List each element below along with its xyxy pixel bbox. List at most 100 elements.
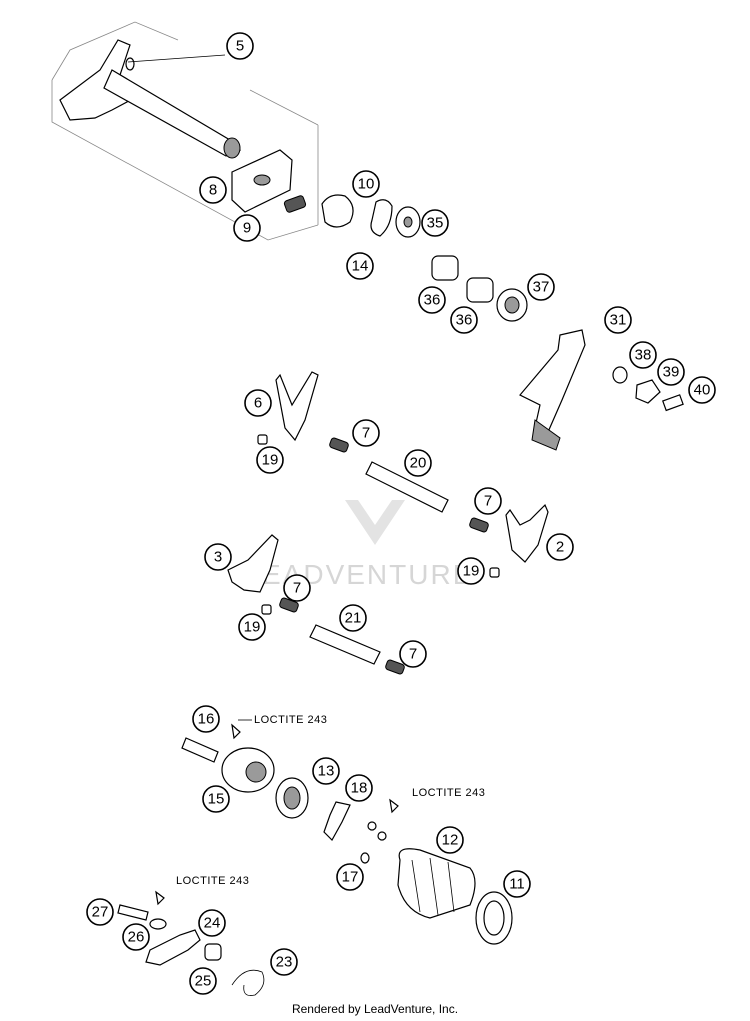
callout: 8 bbox=[199, 176, 227, 204]
shift-lever-arm bbox=[519, 329, 586, 433]
watermark-logo bbox=[345, 500, 405, 545]
screw-18a bbox=[367, 821, 377, 831]
callout: 20 bbox=[404, 449, 432, 477]
callout: 40 bbox=[688, 376, 716, 404]
svg-text:5: 5 bbox=[236, 38, 244, 55]
shift-shaft-spline bbox=[223, 137, 241, 159]
callout: 18 bbox=[345, 774, 373, 802]
part-2-shift-fork bbox=[489, 503, 549, 578]
callout: 16 bbox=[192, 705, 220, 733]
callout: 37 bbox=[527, 273, 555, 301]
screw-17 bbox=[360, 852, 370, 864]
frame-line bbox=[51, 80, 319, 241]
spring-7b-group bbox=[469, 517, 489, 533]
svg-text:16: 16 bbox=[198, 711, 215, 728]
bolt-16 bbox=[181, 737, 219, 763]
roller-19c bbox=[261, 604, 272, 615]
bolt-40 bbox=[662, 394, 684, 412]
shift-drum-grooves bbox=[411, 857, 455, 916]
callout: 36 bbox=[418, 286, 446, 314]
svg-text:10: 10 bbox=[358, 176, 375, 193]
callout: 12 bbox=[436, 826, 464, 854]
svg-text:21: 21 bbox=[345, 610, 362, 627]
callout: 13 bbox=[312, 757, 340, 785]
svg-text:40: 40 bbox=[694, 382, 711, 399]
callout: 9 bbox=[233, 214, 261, 242]
nut-39 bbox=[635, 379, 661, 404]
retaining-plate-18 bbox=[323, 801, 351, 841]
svg-text:19: 19 bbox=[463, 563, 480, 580]
spring-9 bbox=[283, 195, 307, 213]
parts-35-36-37 bbox=[395, 206, 528, 322]
svg-text:27: 27 bbox=[92, 904, 109, 921]
svg-text:7: 7 bbox=[293, 580, 301, 597]
callout: 10 bbox=[352, 170, 380, 198]
svg-text:7: 7 bbox=[484, 493, 492, 510]
svg-text:8: 8 bbox=[209, 182, 217, 199]
part-17-screw bbox=[360, 852, 370, 864]
part-31-shift-lever bbox=[519, 329, 586, 451]
small-parts-group-1 bbox=[257, 434, 349, 453]
callout: 39 bbox=[657, 358, 685, 386]
small-parts-group-3 bbox=[261, 597, 299, 615]
part-6-shift-fork bbox=[275, 371, 319, 442]
svg-text:23: 23 bbox=[276, 954, 293, 971]
rod-20 bbox=[365, 461, 449, 513]
callout: 27 bbox=[86, 898, 114, 926]
part-15-shift-drum-locator bbox=[221, 747, 275, 793]
callout: 26 bbox=[122, 923, 150, 951]
part-11-bearing bbox=[475, 891, 513, 945]
callout: 5 bbox=[226, 32, 254, 60]
roller-25 bbox=[204, 943, 222, 961]
part-8-plate bbox=[231, 149, 293, 213]
locator-15-center bbox=[245, 761, 267, 783]
svg-text:25: 25 bbox=[195, 973, 212, 990]
frame-line bbox=[249, 89, 319, 126]
svg-text:6: 6 bbox=[254, 395, 262, 412]
bearing-13-center bbox=[283, 786, 301, 810]
shift-fork-6 bbox=[275, 371, 319, 442]
spring-7c bbox=[279, 597, 299, 613]
callout: 31 bbox=[604, 306, 632, 334]
spring-23 bbox=[231, 969, 265, 996]
callout: 3 bbox=[204, 543, 232, 571]
svg-text:18: 18 bbox=[351, 780, 368, 797]
svg-text:12: 12 bbox=[442, 832, 459, 849]
callout: 21 bbox=[339, 604, 367, 632]
svg-text:17: 17 bbox=[342, 869, 359, 886]
part-3-shift-fork bbox=[227, 534, 279, 593]
part-23-spring bbox=[231, 969, 265, 996]
callout: 24 bbox=[198, 909, 226, 937]
part-10-14 bbox=[321, 194, 393, 237]
part-20-rod bbox=[365, 461, 449, 513]
bushing-36b bbox=[466, 277, 494, 303]
screw-18b bbox=[377, 831, 387, 841]
callout: 14 bbox=[346, 252, 374, 280]
svg-text:26: 26 bbox=[128, 929, 145, 946]
spring-clip-14 bbox=[370, 199, 393, 237]
shift-fork-2 bbox=[505, 503, 549, 563]
shift-shaft-rod bbox=[103, 69, 242, 157]
spring-7d bbox=[385, 659, 405, 675]
roller-19a bbox=[257, 434, 268, 445]
part-13-bearing bbox=[275, 777, 309, 819]
parts-38-39-40 bbox=[612, 366, 684, 412]
callout: 23 bbox=[270, 948, 298, 976]
footer-credit: Rendered by LeadVenture, Inc. bbox=[291, 1002, 459, 1016]
svg-text:9: 9 bbox=[243, 220, 251, 237]
svg-text:14: 14 bbox=[352, 258, 369, 275]
bearing-11-inner bbox=[483, 900, 505, 936]
part-25-roller bbox=[204, 943, 222, 961]
callout: 7 bbox=[352, 419, 380, 447]
svg-text:24: 24 bbox=[204, 915, 221, 932]
callout: 35 bbox=[421, 209, 449, 237]
shift-fork-3 bbox=[227, 534, 279, 593]
callout: 11 bbox=[503, 870, 531, 898]
shift-lever-pedal bbox=[531, 419, 561, 451]
spring-7d-group bbox=[385, 659, 405, 675]
svg-text:2: 2 bbox=[556, 539, 564, 556]
loctite-marker-3 bbox=[155, 890, 165, 906]
svg-text:20: 20 bbox=[410, 455, 427, 472]
